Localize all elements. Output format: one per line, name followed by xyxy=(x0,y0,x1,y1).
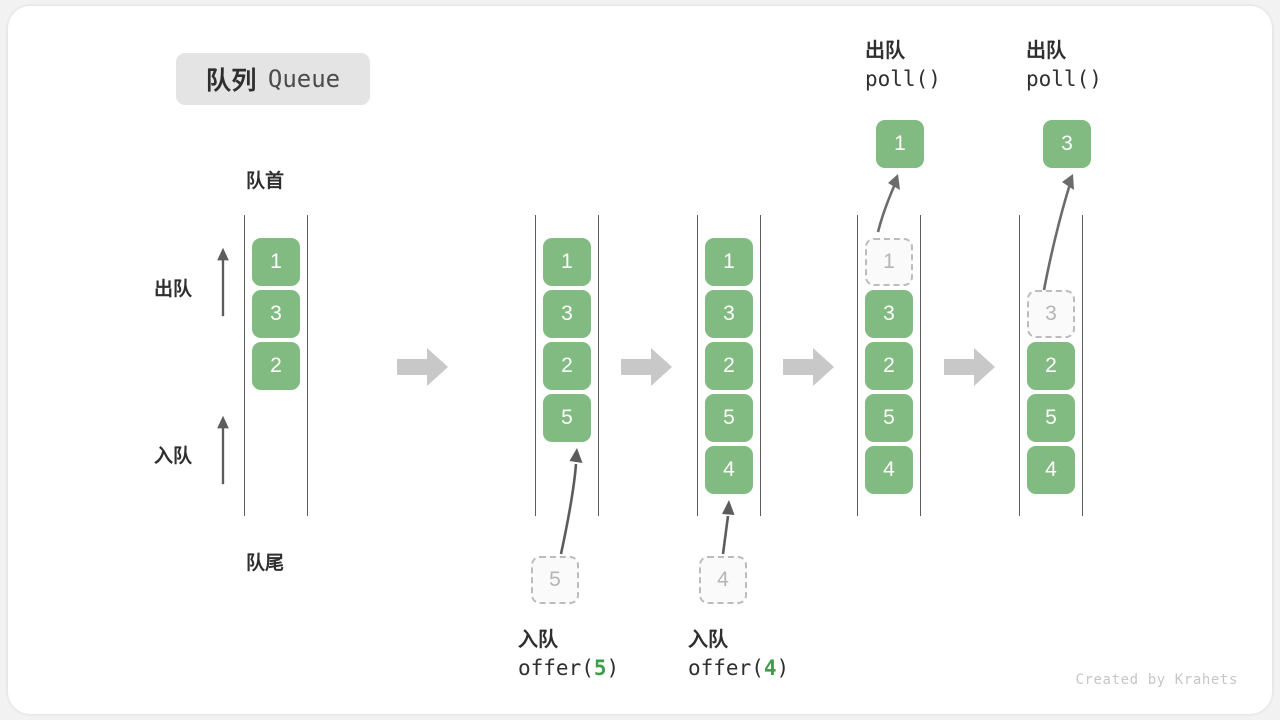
dequeue-direction-arrow xyxy=(217,247,229,317)
queue-rail-left xyxy=(535,215,536,516)
queue-rail-left xyxy=(1019,215,1020,516)
queue-cell: 3 xyxy=(865,290,913,338)
step-arrow-icon xyxy=(621,348,672,386)
watermark: Created by Krahets xyxy=(1075,672,1238,688)
poll-2-caption-cn: 出队 xyxy=(1026,40,1066,62)
offer-arrow-5 xyxy=(559,448,583,555)
offer-source-ghost-4: 4 xyxy=(699,556,747,604)
queue-rail-right xyxy=(307,215,308,516)
title-en: Queue xyxy=(267,65,341,93)
queue-cell: 2 xyxy=(705,342,753,390)
queue-after-poll-3: 3 2 5 4 xyxy=(1019,215,1083,516)
diagram-card: 队列 Queue 队首 队尾 出队 入队 1 3 2 xyxy=(8,6,1272,714)
queue-head-label: 队首 xyxy=(246,171,285,192)
queue-after-offer-4: 1 3 2 5 4 xyxy=(697,215,761,516)
queue-cell: 2 xyxy=(252,342,300,390)
offer-arrow-4 xyxy=(721,500,735,555)
queue-after-poll-1: 1 3 2 5 4 xyxy=(857,215,921,516)
queue-cell: 5 xyxy=(865,394,913,442)
queue-cell: 2 xyxy=(1027,342,1075,390)
poll-1-caption-cn: 出队 xyxy=(865,40,905,62)
offer-4-caption: 入队 offer(4) xyxy=(688,626,789,684)
queue-cell: 4 xyxy=(865,446,913,494)
queue-cell: 3 xyxy=(543,290,591,338)
queue-cell: 4 xyxy=(1027,446,1075,494)
poll-2-caption: 出队 poll() xyxy=(1026,37,1102,95)
step-arrow-icon xyxy=(397,348,448,386)
queue-cell: 3 xyxy=(705,290,753,338)
enqueue-label: 入队 xyxy=(154,446,193,467)
queue-rail-left xyxy=(244,215,245,516)
title-cn: 队列 xyxy=(205,67,257,95)
queue-rail-right xyxy=(760,215,761,516)
queue-rail-right xyxy=(920,215,921,516)
poll-2-caption-code: poll() xyxy=(1026,67,1102,92)
step-arrow-icon xyxy=(783,348,834,386)
offer-5-caption-code: offer(5) xyxy=(518,656,620,681)
queue-rail-left xyxy=(697,215,698,516)
queue-tail-label: 队尾 xyxy=(246,553,285,574)
dequeue-label: 出队 xyxy=(154,279,193,300)
poll-1-caption: 出队 poll() xyxy=(865,37,941,95)
queue-initial: 1 3 2 xyxy=(244,215,308,516)
offer-5-caption-cn: 入队 xyxy=(518,629,558,651)
offer-4-caption-cn: 入队 xyxy=(688,629,728,651)
queue-after-offer-5: 1 3 2 5 xyxy=(535,215,599,516)
queue-cell: 2 xyxy=(865,342,913,390)
title-badge: 队列 Queue xyxy=(176,53,370,105)
offer-source-ghost-5: 5 xyxy=(531,556,579,604)
queue-cell: 1 xyxy=(543,238,591,286)
poll-1-caption-code: poll() xyxy=(865,67,941,92)
queue-cell-removed: 3 xyxy=(1027,290,1075,338)
poll-arrow-1 xyxy=(876,174,900,233)
queue-cell: 4 xyxy=(705,446,753,494)
queue-cell: 3 xyxy=(252,290,300,338)
offer-4-caption-code: offer(4) xyxy=(688,656,790,681)
poll-2-result-box: 3 xyxy=(1043,120,1091,168)
poll-arrow-2 xyxy=(1042,174,1074,291)
queue-cell: 1 xyxy=(705,238,753,286)
step-arrow-icon xyxy=(944,348,995,386)
queue-cell-removed: 1 xyxy=(865,238,913,286)
queue-cell: 5 xyxy=(705,394,753,442)
queue-rail-left xyxy=(857,215,858,516)
queue-cell: 5 xyxy=(543,394,591,442)
queue-cell: 2 xyxy=(543,342,591,390)
offer-5-caption: 入队 offer(5) xyxy=(518,626,619,684)
queue-cell: 5 xyxy=(1027,394,1075,442)
queue-cell: 1 xyxy=(252,238,300,286)
queue-rail-right xyxy=(1082,215,1083,516)
poll-1-result-box: 1 xyxy=(876,120,924,168)
queue-rail-right xyxy=(598,215,599,516)
enqueue-direction-arrow xyxy=(217,415,229,485)
